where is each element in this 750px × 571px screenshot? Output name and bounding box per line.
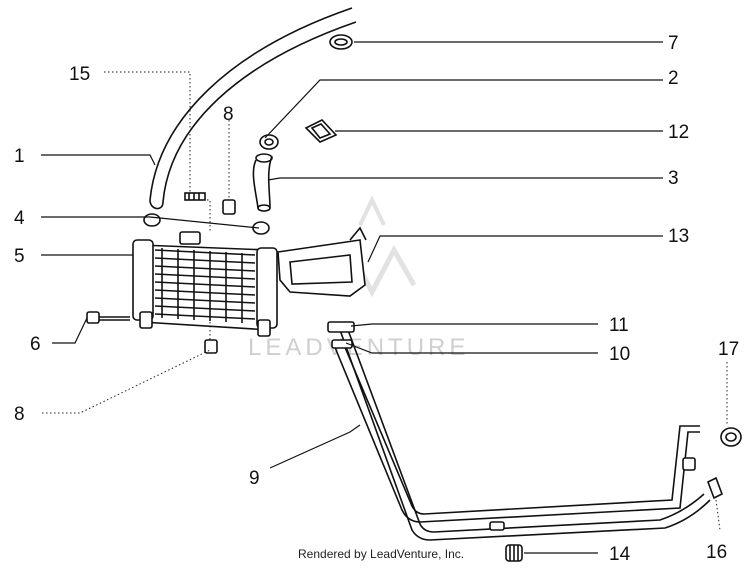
clamp-16 — [706, 476, 724, 500]
callout-1: 1 — [14, 146, 25, 167]
short-hose — [252, 153, 273, 212]
radiator — [132, 231, 278, 337]
nut-8-lower — [204, 339, 218, 354]
render-credit: Rendered by LeadVenture, Inc. — [298, 547, 464, 561]
dotted-leaders — [42, 71, 728, 531]
bolt-15 — [184, 192, 206, 201]
callout-8-upper: 8 — [223, 104, 234, 125]
callout-12: 12 — [668, 122, 689, 143]
grommet-4 — [143, 213, 270, 235]
callout-3: 3 — [668, 168, 679, 189]
callout-6: 6 — [30, 334, 41, 355]
callout-4: 4 — [14, 208, 25, 229]
callout-17: 17 — [718, 339, 739, 360]
clamp-17 — [720, 427, 742, 447]
callout-15: 15 — [69, 64, 90, 85]
pipe-clamp-14 — [505, 544, 523, 562]
nut-8-upper — [222, 199, 236, 215]
callout-numbers: 1 2 3 4 5 6 7 8 8 9 10 11 12 13 14 15 16… — [14, 33, 739, 565]
callout-5: 5 — [14, 246, 25, 267]
coolant-pipes — [327, 321, 711, 541]
callout-10: 10 — [609, 344, 630, 365]
callout-14: 14 — [609, 544, 631, 565]
hose-clamp-12 — [304, 119, 338, 143]
upper-hose — [149, 7, 357, 210]
radiator-bracket — [277, 226, 367, 297]
callout-8-lower: 8 — [14, 404, 25, 425]
hose-clamp-2 — [259, 134, 279, 150]
callout-16: 16 — [706, 542, 727, 563]
callout-13: 13 — [668, 226, 689, 247]
callout-9: 9 — [249, 468, 260, 489]
hose-clamp-7 — [329, 34, 353, 50]
screw-6 — [86, 311, 130, 324]
leader-lines — [41, 41, 663, 554]
callout-7: 7 — [668, 33, 679, 54]
callout-2: 2 — [668, 68, 679, 89]
callout-11: 11 — [609, 315, 629, 336]
